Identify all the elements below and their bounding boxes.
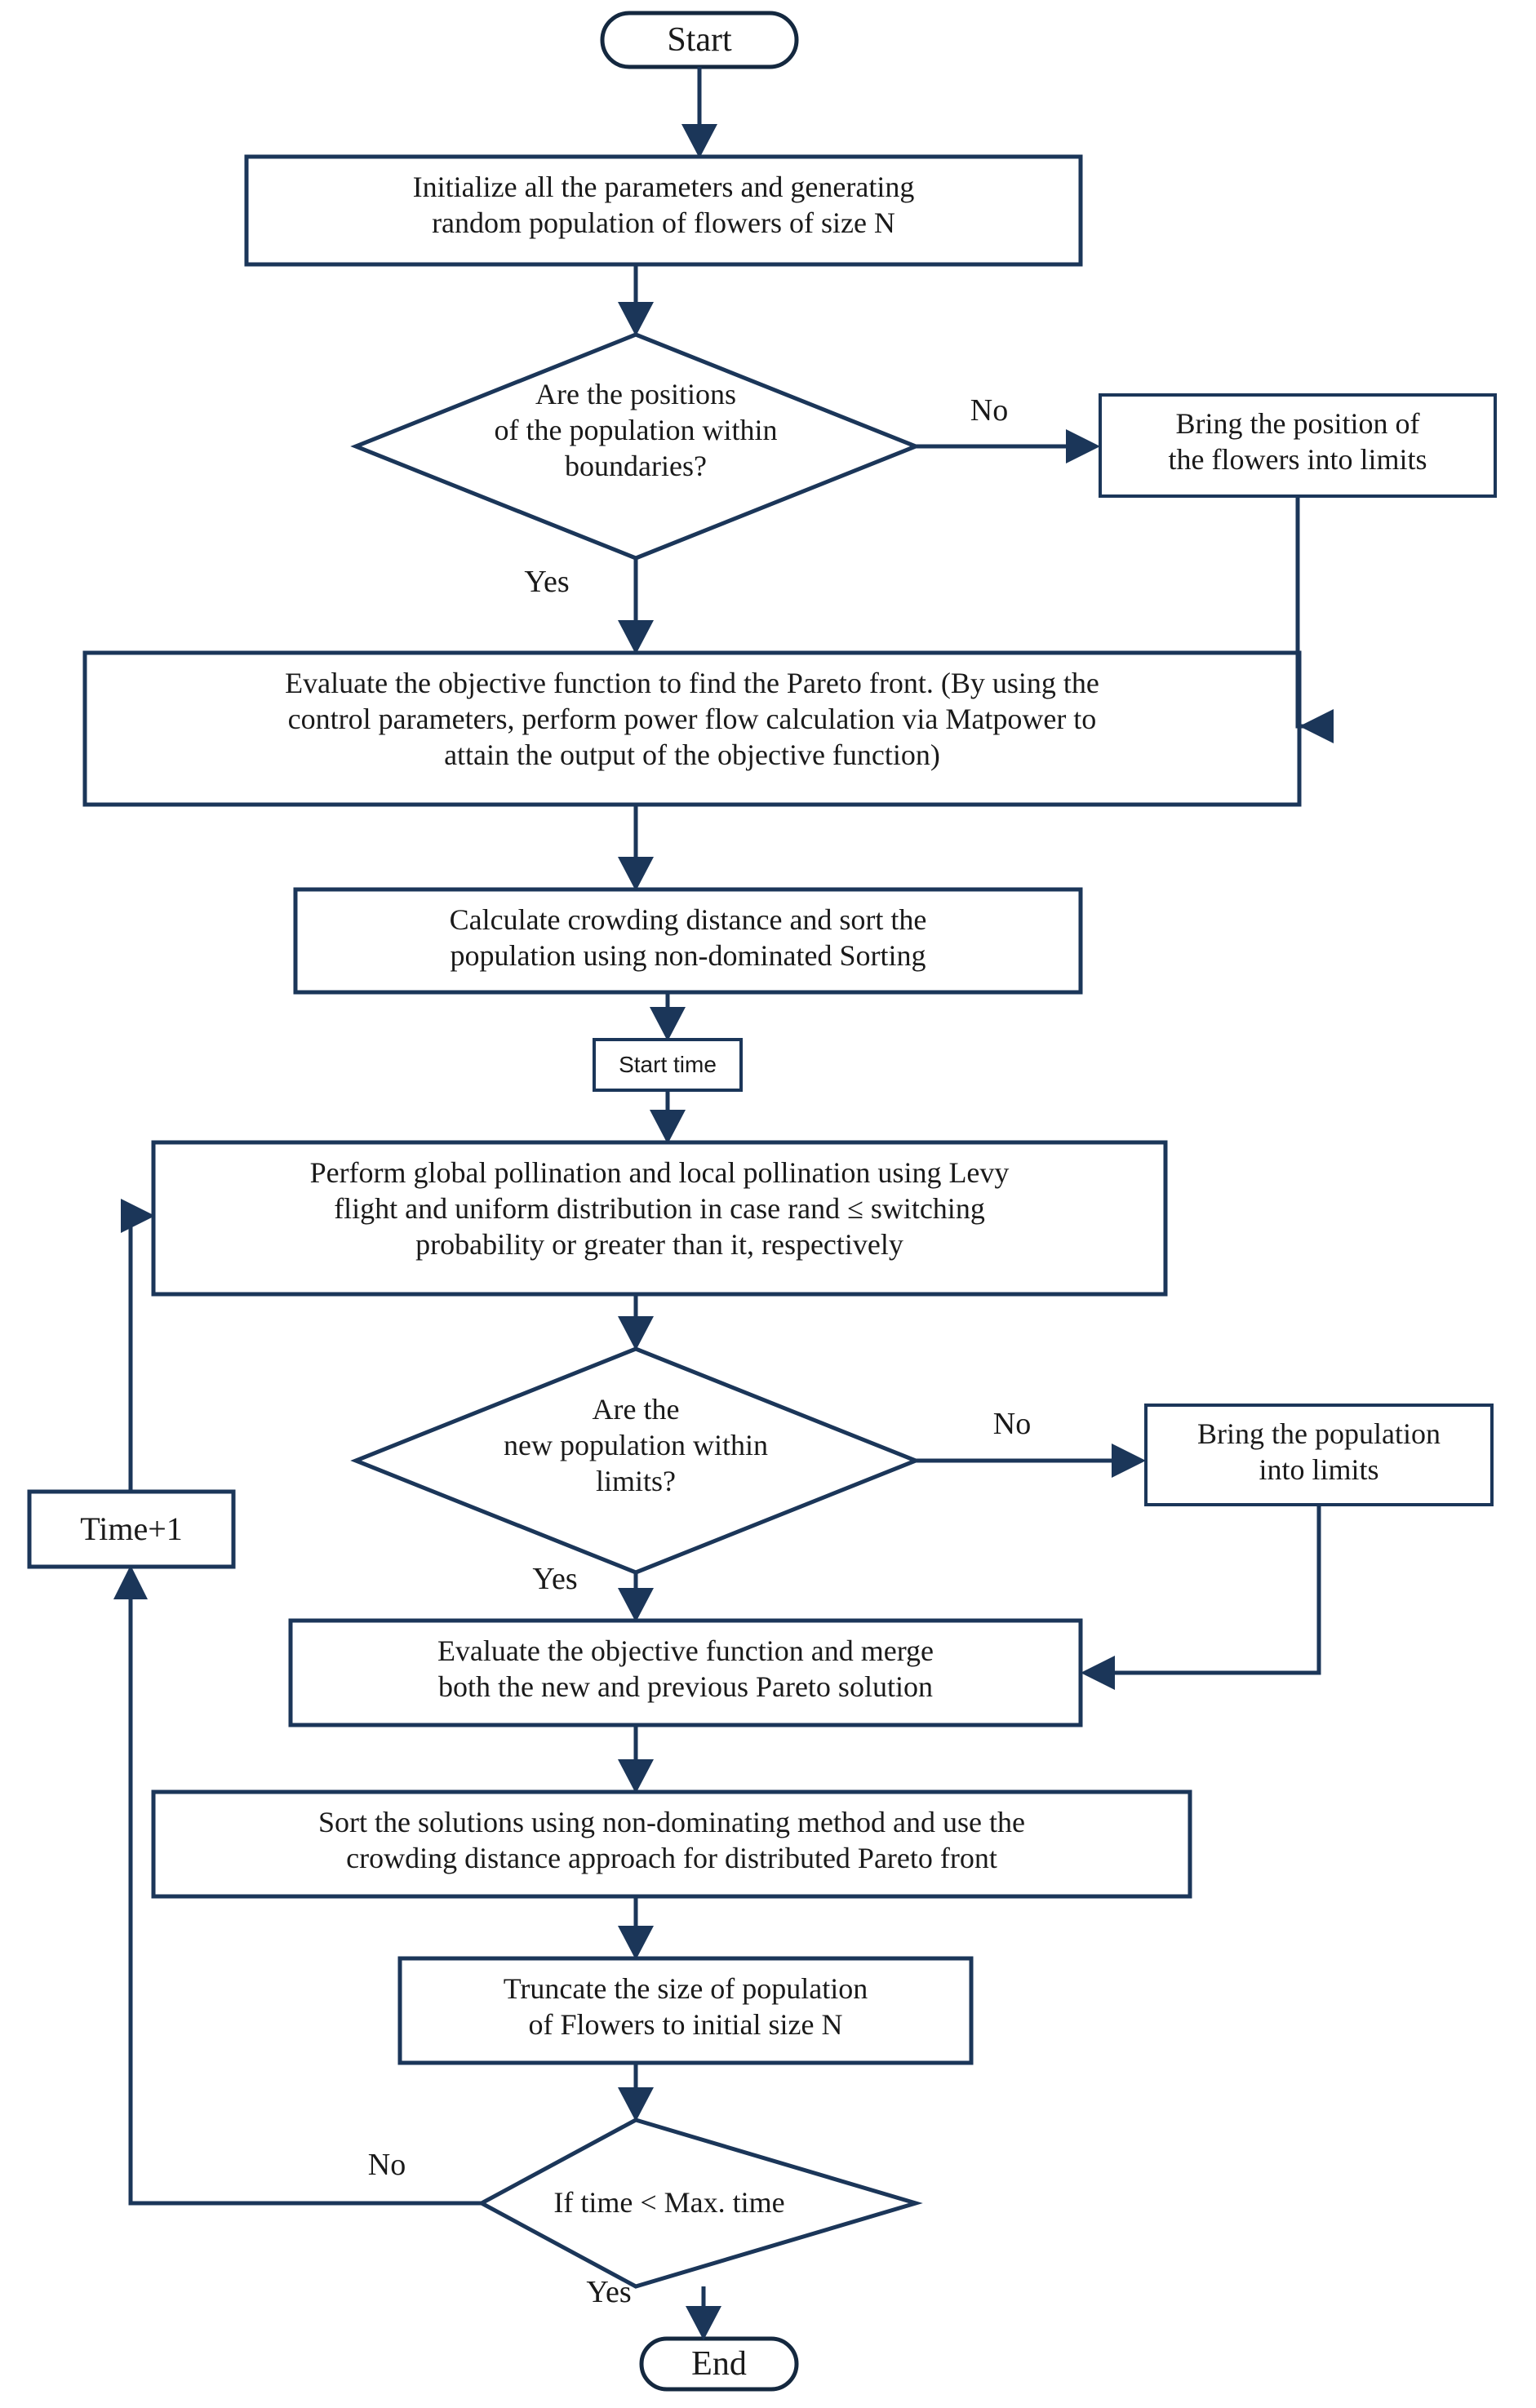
edge-check-time-no xyxy=(128,1588,482,2206)
node-check-time-shape xyxy=(477,2118,923,2289)
arrowhead-evaluate-to-crowding xyxy=(618,857,654,891)
node-bring-position-shape xyxy=(1099,393,1497,498)
arrowhead-start-time-to-pollination xyxy=(650,1110,686,1144)
node-evaluate-merge-shape xyxy=(288,1618,1083,1727)
node-time-plus-one-shape xyxy=(27,1489,236,1569)
node-check-new-population-shape xyxy=(350,1346,921,1575)
arrowhead-check-time-yes xyxy=(686,2306,721,2340)
arrowhead-time-plus-one-to-pollination xyxy=(121,1199,155,1233)
arrowhead-start-to-initialize xyxy=(681,124,717,158)
node-truncate-shape xyxy=(397,1956,974,2065)
node-sort-solutions-shape xyxy=(151,1789,1192,1899)
arrowhead-bring-population-to-merge xyxy=(1081,1656,1115,1690)
node-end-shape xyxy=(639,2336,799,2392)
arrowhead-bring-position-to-evaluate xyxy=(1299,709,1334,743)
edge-bring-population-to-merge xyxy=(1103,1505,1321,1675)
arrowhead-truncate-to-check-time xyxy=(618,2087,654,2122)
arrowhead-merge-to-sort-solutions xyxy=(618,1759,654,1794)
arrowhead-sort-to-truncate xyxy=(618,1926,654,1960)
arrowhead-check-time-no xyxy=(113,1565,148,1599)
node-initialize-shape xyxy=(244,154,1083,267)
arrowhead-check-new-population-yes xyxy=(618,1588,654,1622)
arrowhead-pollination-to-check-new-population xyxy=(618,1316,654,1350)
node-start-time-shape xyxy=(593,1038,743,1092)
arrowhead-check-positions-yes xyxy=(618,620,654,654)
arrowhead-initialize-to-check-positions xyxy=(618,302,654,336)
edge-time-plus-one-to-pollination xyxy=(128,1213,133,1492)
node-crowding-sort-shape xyxy=(293,887,1083,995)
arrowhead-check-positions-no xyxy=(1066,429,1100,463)
arrowhead-check-new-population-no xyxy=(1112,1443,1146,1478)
node-bring-population-shape xyxy=(1144,1404,1494,1506)
arrowhead-crowding-to-start-time xyxy=(650,1007,686,1041)
node-start-shape xyxy=(600,11,799,69)
node-evaluate-pareto-shape xyxy=(82,650,1302,807)
node-check-positions-shape xyxy=(350,332,921,561)
node-pollination-shape xyxy=(151,1140,1168,1297)
